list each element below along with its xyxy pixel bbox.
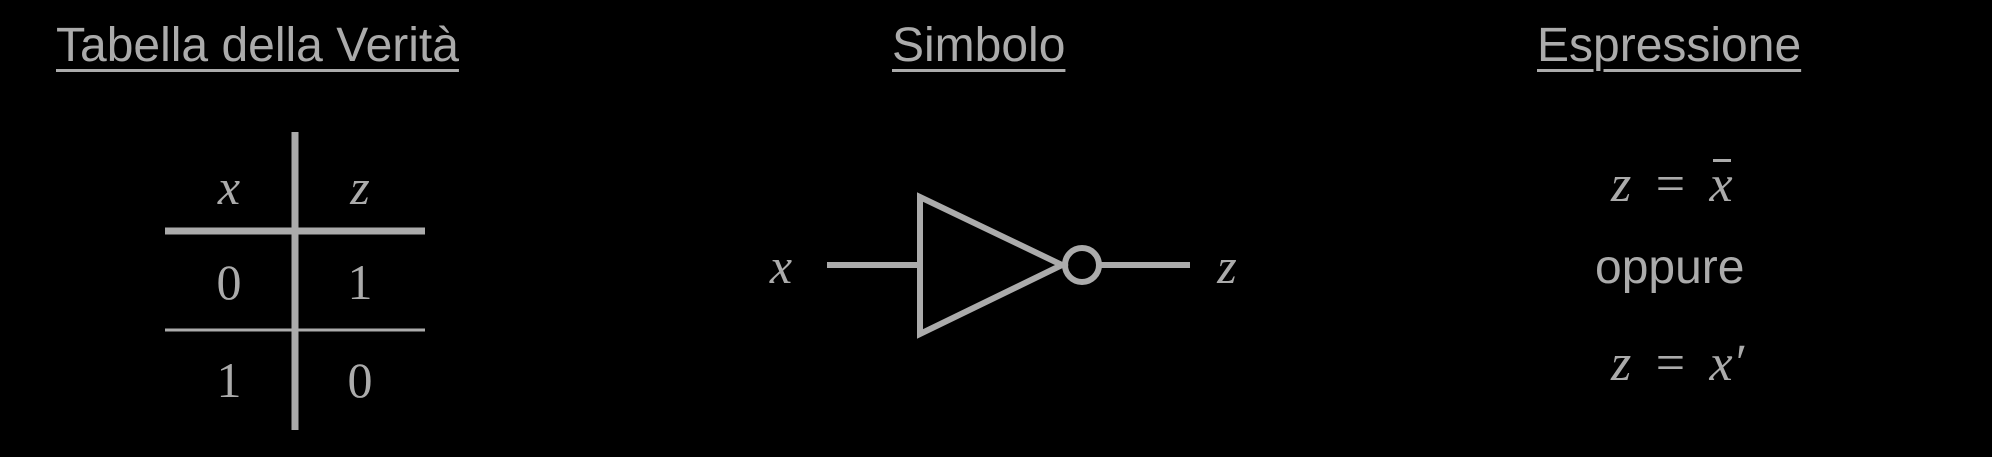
- symbol-heading: Simbolo: [892, 19, 1066, 72]
- expr1-equals: =: [1655, 156, 1686, 213]
- expr1-lhs: z: [1611, 156, 1632, 213]
- truth-table-heading: Tabella della Verità: [56, 19, 459, 72]
- table-cell-r2-x: 1: [216, 352, 242, 408]
- expression-line-1: z = x: [1611, 154, 1733, 214]
- not-gate-symbol: [827, 192, 1190, 339]
- table-header-x: x: [217, 159, 241, 215]
- expr2-lhs: z: [1611, 335, 1632, 392]
- gate-input-label: x: [769, 238, 793, 294]
- expression-heading: Espressione: [1537, 19, 1802, 72]
- expr2-rhs: x′: [1709, 335, 1744, 392]
- truth-table-grid: [165, 132, 425, 430]
- expr1-rhs-overlined: x: [1709, 156, 1733, 213]
- table-cell-r1-x: 0: [216, 254, 242, 310]
- table-cell-r1-z: 1: [347, 254, 373, 310]
- table-cell-r2-z: 0: [347, 352, 373, 408]
- gate-output-label: z: [1217, 238, 1237, 294]
- expression-line-2: z = x′: [1611, 333, 1744, 393]
- expression-separator: oppure: [1595, 241, 1745, 294]
- inversion-bubble: [1062, 245, 1102, 285]
- table-header-z: z: [350, 159, 370, 215]
- expr2-equals: =: [1655, 335, 1686, 392]
- gate-triangle: [917, 192, 1069, 339]
